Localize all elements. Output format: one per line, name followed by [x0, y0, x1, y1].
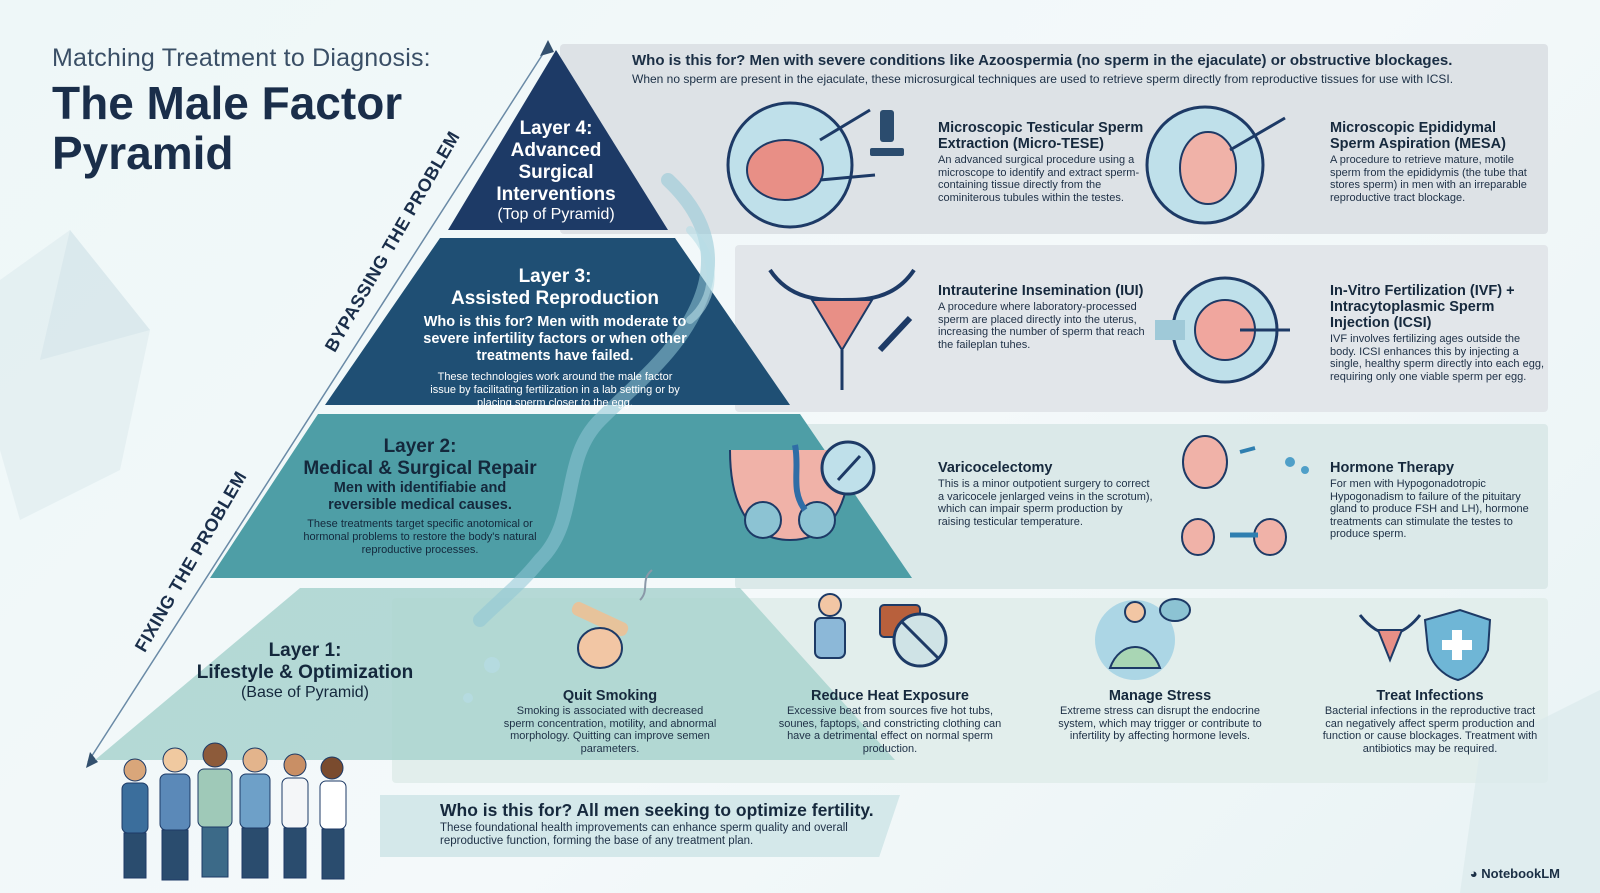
- hormone-therapy-card: Hormone Therapy For men with Hypogonadot…: [1330, 460, 1545, 541]
- page-title: The Male Factor Pyramid: [52, 77, 403, 179]
- micro-tese-title: Microscopic Testicular Sperm Extraction …: [938, 120, 1144, 152]
- iui-title: Intrauterine Insemination (IUI): [938, 283, 1144, 299]
- layer4-label: Layer 4: Advanced Surgical Interventions…: [478, 118, 634, 224]
- ivf-icsi-text: IVF involves fertilizing ages outside th…: [1330, 333, 1545, 383]
- mesa-card: Microscopic Epididymal Sperm Aspiration …: [1330, 120, 1545, 204]
- iui-card: Intrauterine Insemination (IUI) A proced…: [938, 283, 1158, 351]
- micro-tese-card: Microscopic Testicular Sperm Extraction …: [938, 120, 1148, 204]
- manage-stress-card: Manage Stress Extreme stress can disrupt…: [1045, 688, 1275, 743]
- layer2-description: These treatments target specific anotomi…: [303, 518, 537, 556]
- brand-name: NotebookLM: [1481, 866, 1560, 881]
- treat-infections-card: Treat Infections Bacterial infections in…: [1315, 688, 1545, 755]
- layer4-name: Advanced Surgical Interventions: [496, 140, 616, 205]
- reduce-heat-card: Reduce Heat Exposure Excessive beat from…: [775, 688, 1005, 755]
- varicocelectomy-card: Varicocelectomy This is a minor outpotie…: [938, 460, 1158, 528]
- ivf-icsi-card: In-Vitro Fertilization (IVF) + Intracyto…: [1330, 283, 1545, 383]
- layer1-position: (Base of Pyramid): [240, 684, 370, 701]
- layer2-number: Layer 2:: [383, 436, 457, 457]
- reduce-heat-text: Excessive beat from sources five hot tub…: [778, 705, 1002, 755]
- mesa-title: Microscopic Epididymal Sperm Aspiration …: [1330, 120, 1506, 152]
- brand-logo: ◕ NotebookLM: [1470, 866, 1560, 881]
- layer1-who: Who is this for? All men seeking to opti…: [440, 800, 874, 820]
- layer1-name: Lifestyle & Optimization: [196, 662, 414, 683]
- layer3-name: Assisted Reproduction: [451, 288, 659, 309]
- layer4-number: Layer 4:: [519, 118, 593, 139]
- quit-smoking-text: Smoking is associated with decreased spe…: [503, 705, 717, 755]
- mesa-text: A procedure to retrieve mature, motile s…: [1330, 154, 1527, 204]
- layer2-who: Men with identifiabie and reversible med…: [328, 480, 512, 513]
- layer3-who: Who is this for? Men with moderate to se…: [423, 314, 687, 364]
- layer3-description: These technologies work around the male …: [430, 371, 680, 409]
- iui-text: A procedure where laboratory-processed s…: [938, 301, 1145, 351]
- micro-tese-text: An advanced surgical procedure using a m…: [938, 154, 1140, 204]
- page-subtitle: Matching Treatment to Diagnosis:: [52, 44, 431, 72]
- layer4-description: When no sperm are present in the ejacula…: [632, 72, 1454, 86]
- layer1-number: Layer 1:: [268, 640, 342, 661]
- ivf-icsi-title: In-Vitro Fertilization (IVF) + Intracyto…: [1330, 283, 1515, 331]
- varicocelectomy-title: Varicocelectomy: [938, 460, 1053, 476]
- layer4-who: Who is this for? Men with severe conditi…: [632, 52, 1453, 69]
- layer1-description: These foundational health improvements c…: [440, 822, 848, 847]
- varicocelectomy-text: This is a minor outpotient surgery to co…: [938, 478, 1153, 528]
- layer2-name: Medical & Surgical Repair: [303, 458, 537, 479]
- treat-infections-text: Bacterial infections in the reproductive…: [1322, 705, 1538, 755]
- quit-smoking-card: Quit Smoking Smoking is associated with …: [500, 688, 720, 755]
- layer4-position: (Top of Pyramid): [497, 206, 615, 223]
- hormone-therapy-title: Hormone Therapy: [1330, 460, 1455, 476]
- layer3-number: Layer 3:: [518, 266, 592, 287]
- manage-stress-text: Extreme stress can disrupt the endocrine…: [1058, 705, 1262, 742]
- hormone-therapy-text: For men with Hypogonadotropic Hypogonadi…: [1330, 478, 1529, 540]
- treat-infections-title: Treat Infections: [1376, 688, 1484, 704]
- layer3-label: Layer 3: Assisted Reproduction Who is th…: [400, 266, 710, 410]
- notebook-icon: ◕: [1469, 866, 1478, 881]
- quit-smoking-title: Quit Smoking: [562, 688, 658, 704]
- reduce-heat-title: Reduce Heat Exposure: [811, 688, 969, 704]
- layer1-label: Layer 1: Lifestyle & Optimization (Base …: [180, 640, 430, 702]
- layer2-label: Layer 2: Medical & Surgical Repair Men w…: [290, 436, 550, 557]
- manage-stress-title: Manage Stress: [1108, 688, 1212, 704]
